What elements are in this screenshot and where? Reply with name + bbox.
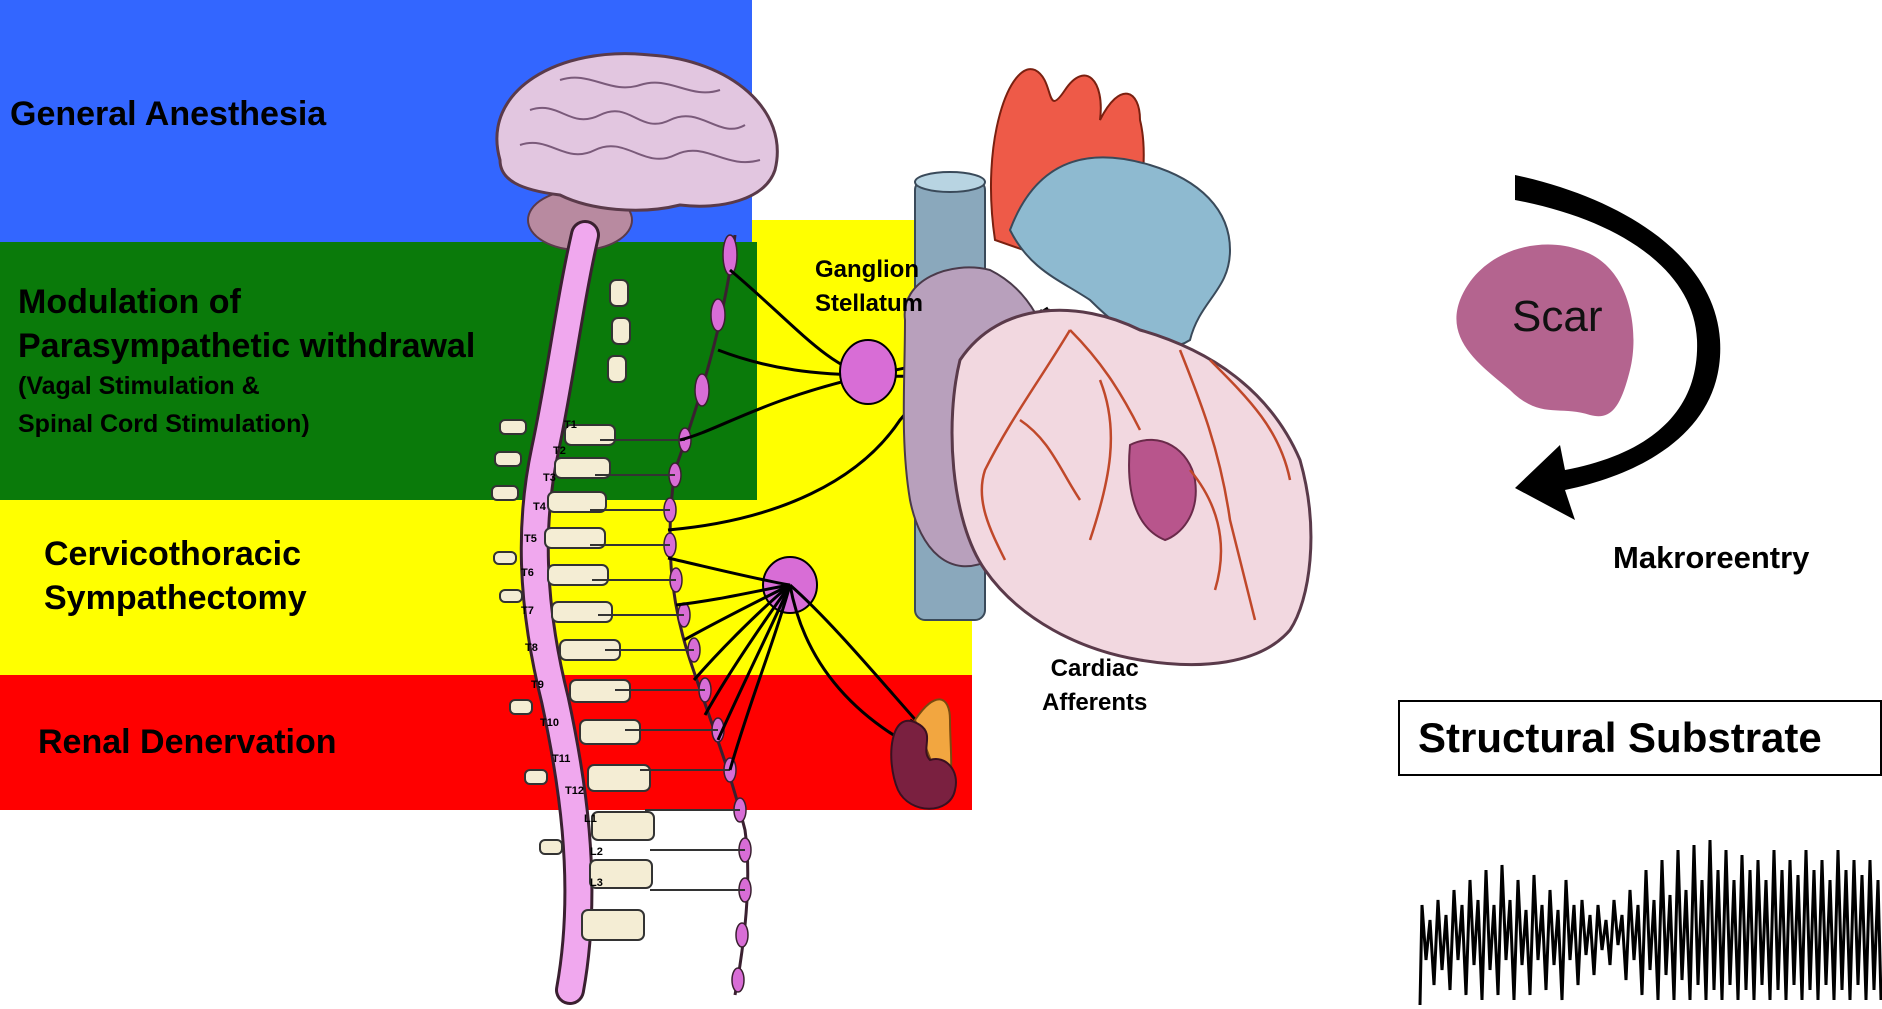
sympathectomy-line1: Cervicothoracic <box>44 532 307 576</box>
vertebra-label-t6: T6 <box>521 566 534 581</box>
cardiac-line1: Cardiac <box>1042 652 1147 686</box>
parasympathetic-label: Modulation of Parasympathetic withdrawal… <box>18 280 475 443</box>
heart-icon <box>904 69 1311 664</box>
vertebra-label-t5: T5 <box>524 532 537 547</box>
renal-denervation-label: Renal Denervation <box>38 720 337 764</box>
ganglion-stellatum-label: Ganglion Stellatum <box>815 253 923 320</box>
brain-icon <box>497 54 777 250</box>
sympathectomy-label: Cervicothoracic Sympathectomy <box>44 532 307 620</box>
vertebra-label-t2: T2 <box>553 444 566 459</box>
vertebra-label-l3: L3 <box>590 876 603 891</box>
vertebra-label-t3: T3 <box>543 471 556 486</box>
kidney-icon <box>891 699 956 808</box>
vertebra-label-t10: T10 <box>540 716 559 731</box>
vertebra-label-l2: L2 <box>590 845 603 860</box>
vertebra-label-t9: T9 <box>531 678 544 693</box>
cardiac-afferents-label: Cardiac Afferents <box>1042 652 1147 719</box>
makroreentry-label: Makroreentry <box>1613 540 1809 576</box>
vertebra-label-t4: T4 <box>533 500 546 515</box>
vertebra-label-t11: T11 <box>552 752 570 767</box>
scar-label: Scar <box>1512 292 1602 342</box>
general-anesthesia-label: General Anesthesia <box>10 92 326 136</box>
vertebra-label-t1: T1 <box>564 418 577 433</box>
parasympathetic-sub1: (Vagal Stimulation & <box>18 368 475 406</box>
ganglion-line2: Stellatum <box>815 287 923 321</box>
sympathectomy-line2: Sympathectomy <box>44 576 307 620</box>
cardiac-line2: Afferents <box>1042 686 1147 720</box>
parasympathetic-line1: Modulation of <box>18 280 475 324</box>
parasympathetic-line2: Parasympathetic withdrawal <box>18 324 475 368</box>
vertebra-label-t12: T12 <box>565 784 584 799</box>
renal-ganglion-icon <box>668 557 930 770</box>
ganglion-line1: Ganglion <box>815 253 923 287</box>
vertebra-label-t8: T8 <box>525 641 538 656</box>
vertebra-label-l1: L1 <box>584 812 597 827</box>
structural-substrate-box: Structural Substrate <box>1398 700 1882 776</box>
parasympathetic-sub2: Spinal Cord Stimulation) <box>18 406 475 444</box>
ecg-trace-icon <box>1420 840 1881 1005</box>
structural-substrate-label: Structural Substrate <box>1418 714 1822 761</box>
spine-icon <box>492 235 654 990</box>
vertebra-label-t7: T7 <box>521 604 534 619</box>
